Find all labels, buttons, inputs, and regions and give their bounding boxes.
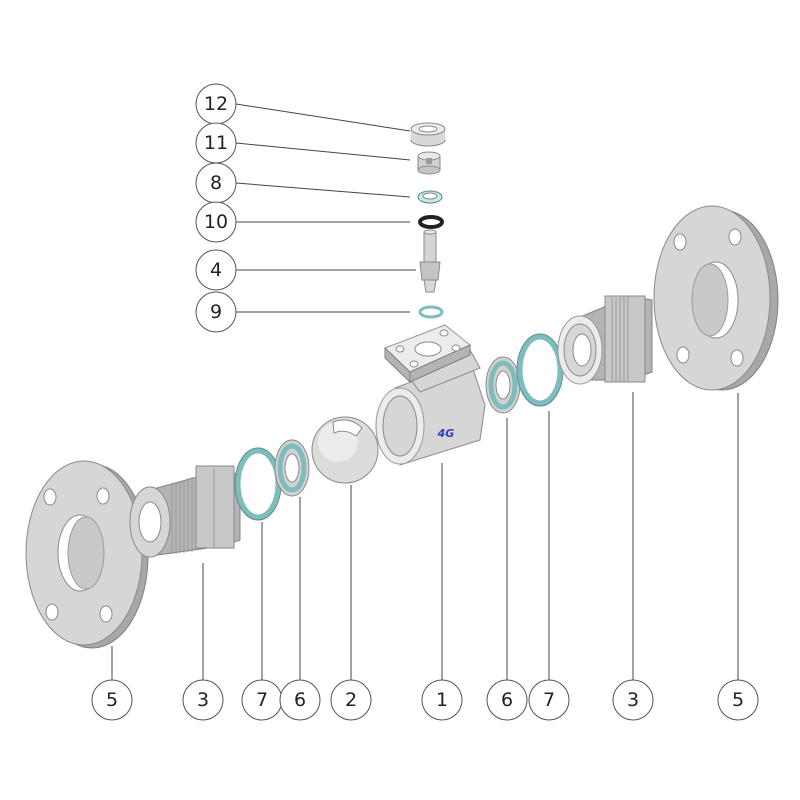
right-oring-seal (516, 333, 564, 407)
left-flange (25, 460, 149, 649)
callout-1: 1 (421, 679, 463, 721)
right-seat-ring (485, 356, 521, 414)
leader-8 (235, 182, 411, 198)
left-seat-ring (274, 439, 310, 497)
callout-4: 4 (195, 249, 237, 291)
callout-11-label: 11 (204, 132, 228, 154)
gland-bush (417, 151, 441, 175)
callout-2-label: 2 (345, 689, 357, 711)
callout-5-right: 5 (717, 679, 759, 721)
callout-10: 10 (195, 201, 237, 243)
stem (419, 229, 441, 293)
callout-5-left: 5 (91, 679, 133, 721)
callout-2: 2 (330, 679, 372, 721)
callout-9: 9 (195, 291, 237, 333)
callout-12-label: 12 (204, 93, 228, 115)
callout-6-right-label: 6 (501, 689, 513, 711)
left-oring-seal (234, 447, 282, 521)
callout-7-left-label: 7 (256, 689, 268, 711)
leader-lines (111, 103, 739, 682)
callouts: 12 11 8 10 4 9 5 3 (91, 83, 759, 721)
callout-4-label: 4 (210, 259, 222, 281)
callout-3-left: 3 (182, 679, 224, 721)
leader-12 (235, 103, 411, 132)
callout-8-label: 8 (210, 172, 222, 194)
callout-7-right: 7 (528, 679, 570, 721)
callout-8: 8 (195, 162, 237, 204)
stem-seal-ring (417, 190, 443, 204)
callout-11: 11 (195, 122, 237, 164)
callout-1-label: 1 (436, 689, 448, 711)
callout-10-label: 10 (204, 211, 228, 233)
callout-12: 12 (195, 83, 237, 125)
brand-logo: 4G (437, 427, 455, 440)
callout-6-left: 6 (279, 679, 321, 721)
callout-6-left-label: 6 (294, 689, 306, 711)
callout-9-label: 9 (210, 301, 222, 323)
callout-6-right: 6 (486, 679, 528, 721)
callout-3-right: 3 (612, 679, 654, 721)
valve-body: 4G (375, 324, 486, 466)
stem-oring (418, 215, 444, 229)
callout-3-right-label: 3 (627, 689, 639, 711)
ball (311, 416, 379, 484)
left-end-connector (129, 465, 241, 558)
callout-5-left-label: 5 (106, 689, 118, 711)
leader-11 (235, 142, 411, 161)
callout-7-right-label: 7 (543, 689, 555, 711)
stem-nut (410, 122, 446, 147)
callout-5-right-label: 5 (732, 689, 744, 711)
callout-3-left-label: 3 (197, 689, 209, 711)
stem-bottom-seal (418, 305, 444, 319)
right-end-connector (557, 295, 653, 385)
right-flange (653, 205, 779, 391)
callout-7-left: 7 (241, 679, 283, 721)
